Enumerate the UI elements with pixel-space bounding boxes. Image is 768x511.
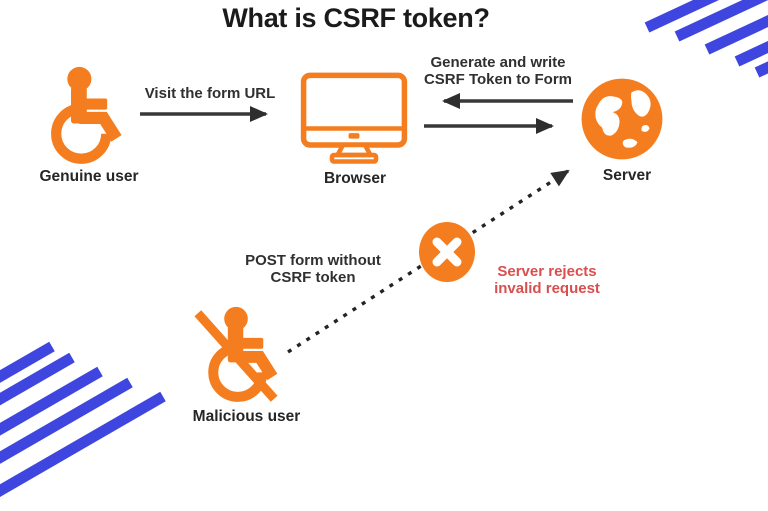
- connector-layer: [140, 93, 573, 354]
- visit-edge-label: Visit the form URL: [144, 85, 276, 102]
- reject-annotation: Server rejects invalid request: [494, 263, 600, 297]
- server-label: Server: [602, 167, 652, 184]
- post-edge-label: POST form without CSRF token: [245, 252, 381, 286]
- malicious-user-banned-icon: [194, 306, 278, 402]
- page-title: What is CSRF token?: [222, 3, 490, 33]
- ban-slash: [194, 310, 278, 402]
- genuine-user-label: Genuine user: [39, 168, 139, 185]
- generate-edge-label: Generate and write CSRF Token to Form: [423, 54, 573, 88]
- blocked-x-icon: [419, 222, 475, 282]
- browser-label: Browser: [323, 170, 387, 187]
- wheelchair-user-icon: [51, 66, 122, 164]
- server-globe-icon: [581, 78, 663, 160]
- malicious-user-label: Malicious user: [192, 408, 301, 425]
- browser-monitor-icon: [300, 72, 408, 164]
